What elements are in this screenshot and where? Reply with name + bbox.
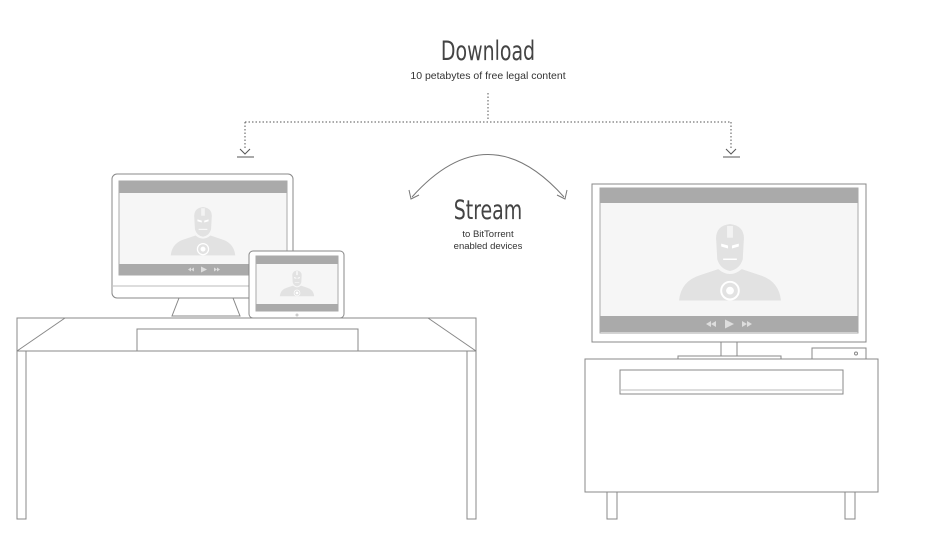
download-arrow-icon — [723, 148, 740, 158]
desktop-monitor — [111, 173, 294, 317]
set-top-box — [811, 347, 867, 360]
download-connector — [244, 93, 732, 150]
download-arrow-icon — [237, 148, 254, 158]
stream-arc-arrows-icon — [408, 154, 568, 200]
stream-subtitle: to BitTorrent enabled devices — [428, 229, 548, 253]
playback-controls-icon — [188, 266, 220, 273]
stream-subtitle-line-2: enabled devices — [453, 241, 523, 252]
tv-cabinet — [584, 358, 879, 520]
stream-title: Stream — [453, 195, 523, 226]
tablet — [248, 250, 345, 319]
playback-controls-icon — [706, 319, 752, 329]
download-subtitle: 10 petabytes of free legal content — [410, 70, 566, 82]
stream-subtitle-line-1: to BitTorrent — [462, 229, 514, 240]
tv — [591, 183, 867, 361]
desk — [16, 317, 477, 520]
download-title: Download — [440, 36, 536, 67]
